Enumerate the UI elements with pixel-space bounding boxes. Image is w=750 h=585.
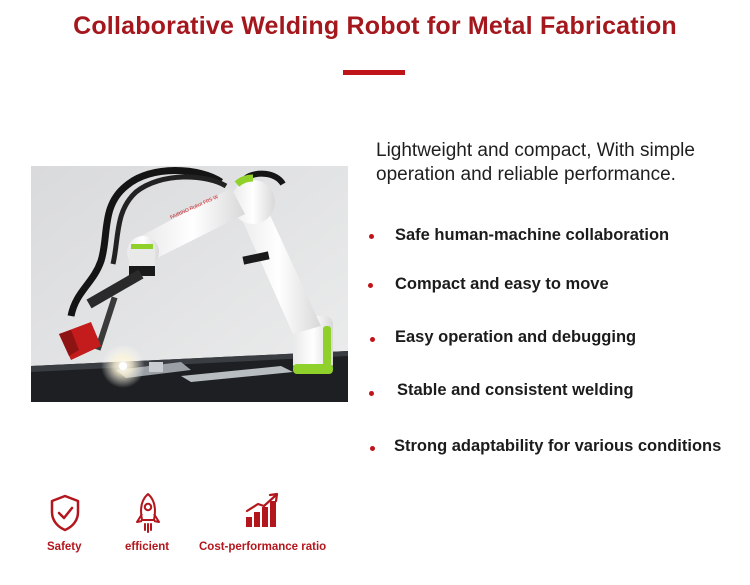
page-title: Collaborative Welding Robot for Metal Fa… (73, 12, 677, 40)
feature-item: Stable and consistent welding (397, 381, 634, 399)
title-underline (343, 70, 405, 75)
icon-label-efficient: efficient (125, 541, 170, 553)
rocket-icon (134, 492, 162, 534)
shield-check-icon (49, 494, 81, 532)
icon-label-cost-performance: Cost-performance ratio (199, 541, 327, 553)
rising-bars-icon (244, 491, 282, 529)
bullet-dot (370, 446, 375, 451)
bullet-dot (369, 391, 374, 396)
feature-item: Strong adaptability for various conditio… (394, 437, 722, 455)
intro-text: Lightweight and compact, With simple ope… (376, 140, 695, 185)
icon-label-safety: Safety (47, 541, 82, 553)
bullet-dot (370, 337, 375, 342)
feature-item: Compact and easy to move (395, 275, 609, 293)
bullet-dot (369, 234, 374, 239)
feature-item: Safe human-machine collaboration (395, 226, 670, 244)
feature-item: Easy operation and debugging (395, 328, 637, 346)
bullet-dot (368, 283, 373, 288)
robot-product-image: FAIRINO Robot FR5-W (31, 166, 348, 402)
